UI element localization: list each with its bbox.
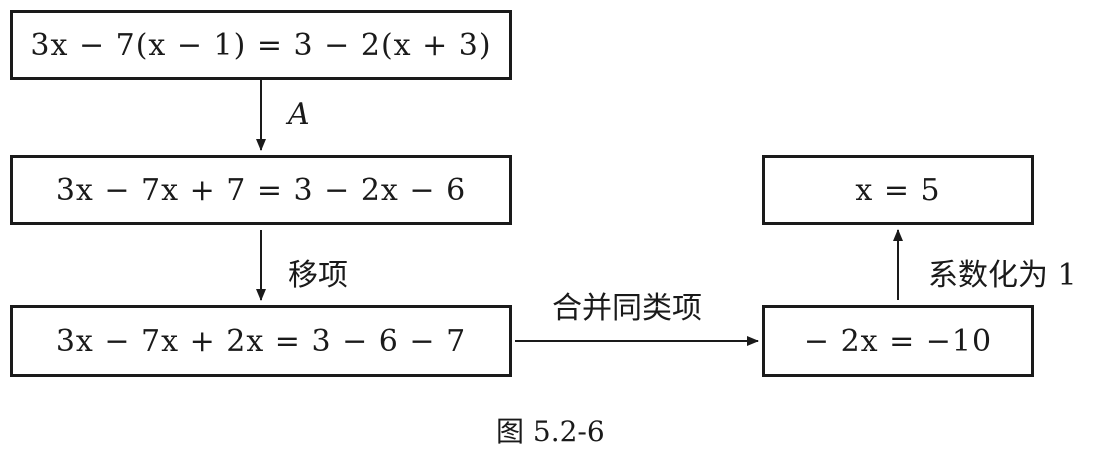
- equation-combine-text: − 2x = −10: [803, 323, 993, 359]
- equation-expand-text: 3x − 7x + 7 = 3 − 2x − 6: [55, 172, 467, 208]
- figure-caption: 图 5.2-6: [496, 415, 605, 448]
- equation-box-original: 3x − 7(x − 1) = 3 − 2(x + 3): [10, 10, 512, 80]
- arrow-label-coefficient: 系数化为 1: [928, 258, 1077, 293]
- equation-box-solution: x = 5: [762, 155, 1034, 225]
- arrow-label-a: A: [288, 97, 310, 132]
- equation-solution-text: x = 5: [855, 172, 941, 208]
- equation-original-text: 3x − 7(x − 1) = 3 − 2(x + 3): [30, 27, 492, 63]
- equation-box-combine: − 2x = −10: [762, 305, 1034, 377]
- arrow-label-move-terms: 移项: [288, 258, 348, 293]
- equation-box-expand: 3x − 7x + 7 = 3 − 2x − 6: [10, 155, 512, 225]
- equation-move-terms-text: 3x − 7x + 2x = 3 − 6 − 7: [55, 323, 467, 359]
- arrow-label-combine: 合并同类项: [552, 291, 702, 326]
- equation-box-move-terms: 3x − 7x + 2x = 3 − 6 − 7: [10, 305, 512, 377]
